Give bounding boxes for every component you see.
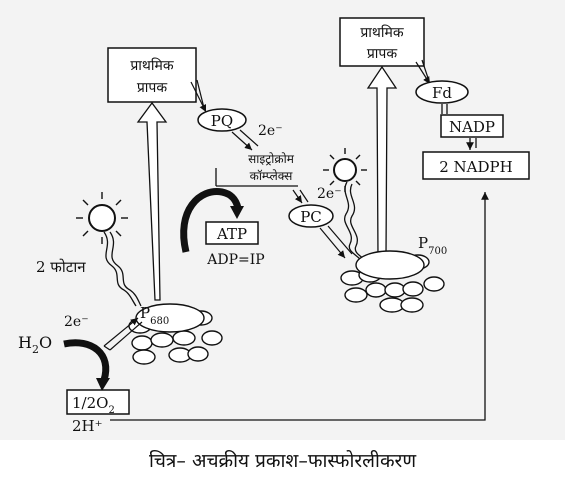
cytochrome-complex: साइट्रोक्रोम कॉम्प्लेक्स: [248, 152, 295, 183]
atp-box: ATP: [205, 221, 259, 245]
water-splitting-arrow: [63, 339, 110, 391]
acceptor-left-line1: प्राथमिक: [130, 57, 174, 74]
primary-acceptor-left: प्राथमिक प्रापक: [107, 47, 197, 103]
excitation-arrow-left: [136, 101, 168, 301]
electron-arrow-p680: [103, 317, 143, 351]
transfer-acceptor-to-pq: [190, 79, 207, 113]
atp-synthesis-arrow: [180, 188, 244, 253]
photons-label: 2 फोटान: [36, 258, 86, 276]
acceptor-left-line2: प्रापक: [137, 80, 168, 96]
sun-icon-right: [323, 148, 367, 263]
acceptor-right-line2: प्रापक: [367, 46, 398, 62]
pq-carrier: PQ: [197, 108, 247, 132]
transfer-acceptor-to-fd: [415, 61, 431, 85]
water-label: H2O: [18, 333, 52, 356]
transfer-cytochrome-to-pc: [292, 189, 303, 204]
figure-caption: चित्र– अचक्रीय प्रकाश–फास्फोरलीकरण: [148, 450, 417, 472]
transfer-pc-to-p700: [319, 227, 346, 259]
electron-label-pc: 2e⁻: [317, 186, 342, 202]
protons-label: 2H⁺: [72, 417, 103, 435]
nadp-label: NADP: [449, 118, 495, 136]
cytochrome-line2: कॉम्प्लेक्स: [250, 169, 294, 183]
proton-return-line: [110, 192, 489, 421]
oxygen-label: 1/2O2: [72, 394, 115, 416]
oxygen-box: 1/2O2: [66, 389, 130, 416]
pc-label: PC: [300, 208, 322, 226]
atp-label: ATP: [216, 225, 247, 243]
p680-label: P680: [140, 304, 169, 327]
photosystem-one-cluster: [340, 250, 445, 313]
sun-icon-left: [76, 192, 142, 307]
electron-label-pq: 2e⁻: [258, 123, 283, 139]
transfer-pq-to-cytochrome: [231, 131, 253, 151]
nadph-box: 2 NADPH: [422, 151, 530, 180]
electron-label-p680: 2e⁻: [64, 314, 89, 330]
nadp-box: NADP: [440, 114, 504, 138]
nadph-label: 2 NADPH: [439, 158, 512, 176]
pq-label: PQ: [211, 112, 233, 130]
p700-label: P700: [418, 234, 447, 257]
photosystem-two-cluster: [128, 303, 223, 365]
primary-acceptor-right: प्राथमिक प्रापक: [339, 17, 425, 67]
fd-label: Fd: [432, 84, 452, 102]
adp-label: ADP=IP: [206, 252, 264, 268]
photophosphorylation-diagram: प्राथमिक प्रापक PQ 2e⁻ साइट्रोक्रोम कॉम्…: [0, 0, 565, 440]
excitation-arrow-right: [366, 65, 398, 257]
pc-carrier: PC: [288, 204, 334, 228]
cytochrome-line1: साइट्रोक्रोम: [248, 152, 295, 166]
acceptor-right-line1: प्राथमिक: [360, 24, 404, 41]
fd-carrier: Fd: [415, 80, 469, 104]
